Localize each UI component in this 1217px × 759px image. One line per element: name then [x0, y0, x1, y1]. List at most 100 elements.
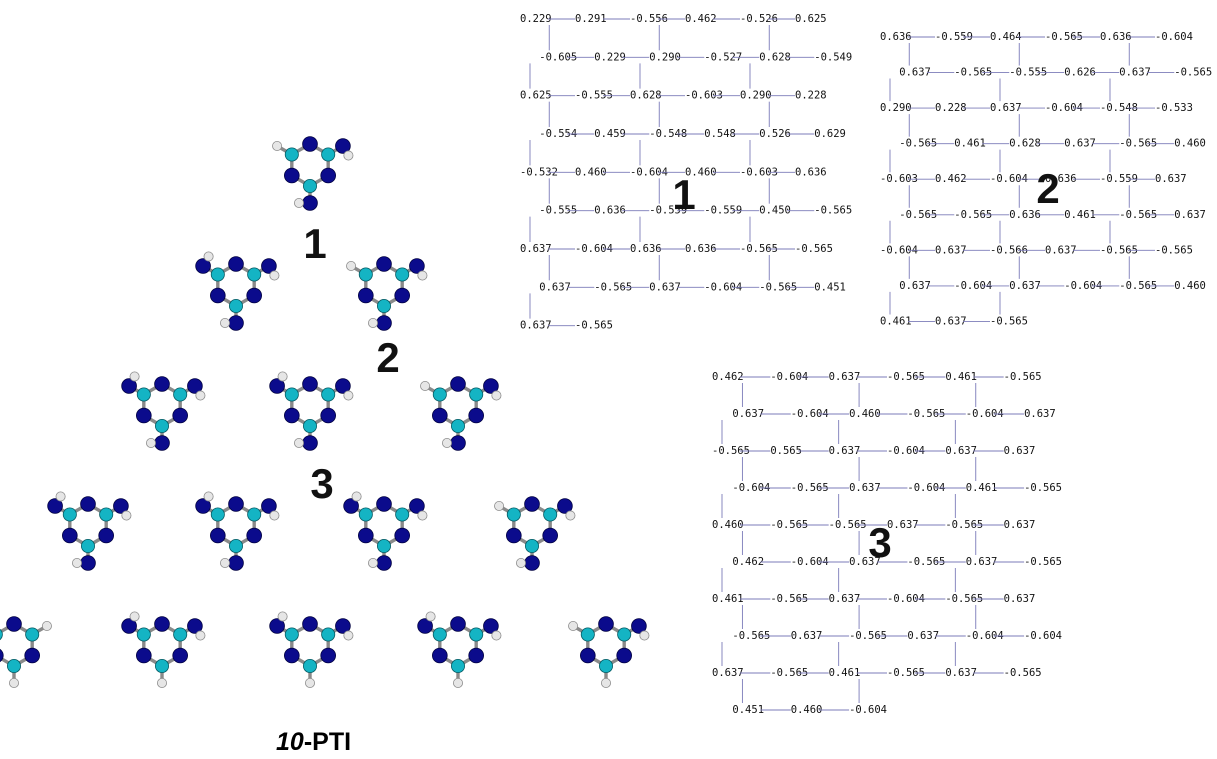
carbon-atom [284, 147, 299, 162]
nitrogen-atom [557, 498, 573, 514]
charge-value: 0.450 [759, 205, 791, 217]
nitrogen-atom [542, 527, 558, 544]
panel-label-3: 3 [868, 519, 891, 566]
carbon-atom [321, 147, 336, 162]
nitrogen-atom [302, 376, 318, 392]
carbon-atom [247, 267, 262, 282]
charge-value: 0.460 [575, 166, 607, 178]
charge-value: 0.451 [814, 281, 846, 293]
charge-value: -0.549 [814, 51, 852, 63]
nitrogen-atom [228, 315, 244, 331]
nitrogen-atom [376, 256, 392, 272]
carbon-atom [358, 507, 373, 522]
atoms [0, 136, 650, 689]
charge-value: -0.565 [899, 209, 937, 221]
charge-value: 0.636 [594, 205, 626, 217]
panel-label-1: 1 [672, 171, 695, 218]
nitrogen-atom [0, 648, 4, 663]
charge-value: -0.565 [770, 519, 808, 531]
hydrogen-atom [417, 510, 428, 521]
hydrogen-atom [203, 491, 214, 502]
charge-value: -0.604 [907, 482, 945, 494]
charge-value: -0.548 [1100, 102, 1138, 114]
charge-value: 0.636 [1045, 173, 1077, 185]
carbon-atom [99, 507, 114, 522]
ball-and-stick-molecule [0, 136, 650, 689]
charge-value: -0.604 [966, 630, 1004, 642]
nitrogen-atom [195, 498, 211, 514]
hydrogen-atom [346, 260, 357, 271]
charge-value: 0.636 [1100, 31, 1132, 43]
charge-value: -0.604 [575, 243, 613, 255]
charge-value: -0.566 [990, 244, 1028, 256]
charge-value: 0.461 [829, 667, 861, 679]
charge-value: -0.565 [1174, 67, 1212, 79]
nitrogen-atom [261, 498, 277, 514]
charge-value: 0.628 [630, 90, 662, 102]
nitrogen-atom [343, 498, 359, 514]
charge-value: -0.565 [954, 67, 992, 79]
nitrogen-atom [483, 618, 499, 634]
ring-label-1: 1 [303, 220, 326, 267]
charge-value: -0.565 [1119, 209, 1157, 221]
nitrogen-atom [598, 616, 614, 632]
hydrogen-atom [639, 630, 650, 641]
caption-prefix: 10 [276, 728, 304, 756]
nitrogen-atom [154, 616, 170, 632]
charge-value: 0.637 [849, 556, 881, 568]
hydrogen-atom [568, 621, 579, 632]
charge-value: 0.462 [935, 173, 967, 185]
carbon-atom [7, 659, 21, 674]
nitrogen-atom [172, 647, 188, 664]
nitrogen-atom [376, 555, 392, 571]
carbon-atom [432, 627, 447, 642]
nitrogen-atom [24, 647, 40, 664]
charge-value: -0.565 [795, 243, 833, 255]
carbon-atom [228, 298, 243, 313]
nitrogen-atom [80, 555, 96, 571]
charge-value: -0.526 [740, 13, 778, 25]
charge-value: 0.464 [990, 31, 1022, 43]
hydrogen-atom [72, 558, 83, 569]
charge-value: 0.637 [1174, 209, 1206, 221]
charge-value: 0.229 [520, 13, 552, 25]
nitrogen-atom [98, 527, 114, 544]
charge-value: 0.637 [520, 243, 552, 255]
hydrogen-atom [129, 611, 140, 622]
carbon-atom [0, 628, 3, 641]
charge-value: -0.532 [520, 166, 558, 178]
charge-value: -0.565 [1004, 371, 1042, 383]
ring-label-2: 2 [376, 334, 399, 381]
charge-value: -0.565 [1119, 280, 1157, 292]
charge-value: -0.604 [770, 371, 808, 383]
charge-value: 0.637 [1004, 519, 1036, 531]
carbon-atom [173, 387, 188, 402]
hydrogen-atom [343, 390, 354, 401]
carbon-atom [154, 659, 169, 674]
hydrogen-atom [145, 437, 156, 448]
nitrogen-atom [187, 378, 203, 394]
nitrogen-atom [47, 498, 63, 514]
charge-value: 0.461 [880, 315, 912, 327]
hydrogen-atom [8, 678, 19, 689]
nitrogen-atom [376, 496, 392, 512]
hydrogen-atom [129, 371, 140, 382]
charge-value: 0.637 [899, 280, 931, 292]
carbon-atom [358, 267, 373, 282]
figure-caption: 10-PTI [276, 728, 351, 757]
charge-value: 0.636 [630, 243, 662, 255]
carbon-atom [284, 627, 299, 642]
charge-value: -0.565 [814, 205, 852, 217]
charge-value: 0.459 [594, 128, 626, 140]
charge-value: 0.526 [759, 128, 791, 140]
hydrogen-atom [293, 437, 304, 448]
charge-value: -0.604 [849, 704, 887, 716]
charge-value: 0.637 [935, 244, 967, 256]
charge-value: 0.462 [712, 371, 744, 383]
hydrogen-atom [269, 510, 280, 521]
charge-value: -0.555 [575, 90, 613, 102]
charge-value: 0.461 [1064, 209, 1096, 221]
charge-value: -0.559 [935, 31, 973, 43]
